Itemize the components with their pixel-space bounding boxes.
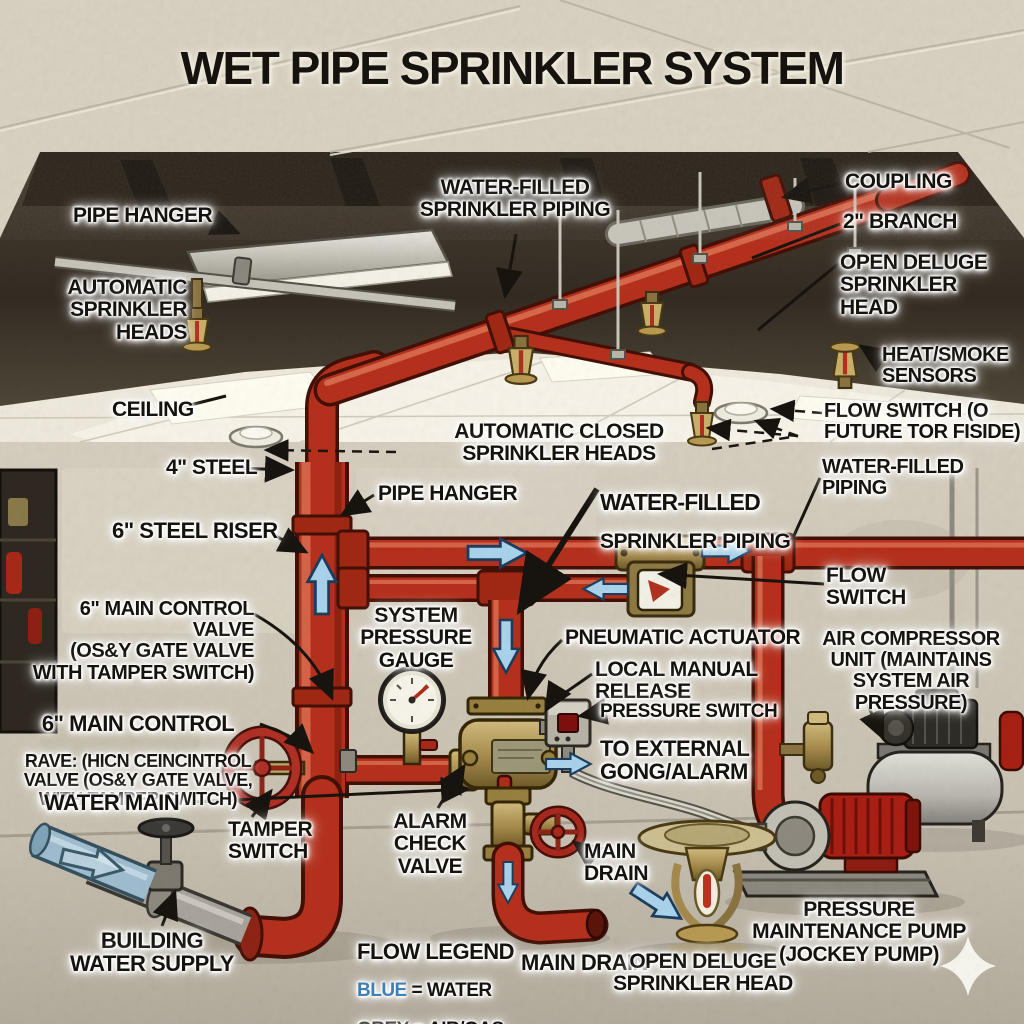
label-flow-switch: FLOW SWITCH: [826, 564, 906, 610]
label-6in-main-control-valve: 6" MAIN CONTROL VALVE (OS&Y GATE VALVE W…: [32, 598, 255, 684]
label-tamper-switch: TAMPER SWITCH: [228, 818, 313, 864]
label-water-filled-mid-line2: SPRINKLER PIPING: [600, 530, 791, 554]
flow-legend-item-air: GREY = AIR/GAS: [357, 1019, 514, 1024]
label-ceiling: CEILING: [112, 398, 194, 421]
label-2in-branch: 2" BRANCH: [843, 210, 957, 233]
label-pressure-switch: PRESSURE SWITCH: [600, 701, 778, 722]
label-alarm-check-valve: ALARM CHECK VALVE: [393, 810, 467, 878]
label-local-manual-release: LOCAL MANUAL RELEASE: [595, 658, 758, 704]
label-to-external-gong-alarm: TO EXTERNAL GONG/ALARM: [600, 736, 750, 785]
label-pipe-hanger-mid: PIPE HANGER: [378, 482, 518, 505]
flow-legend-term-blue: BLUE: [357, 980, 407, 1002]
label-air-compressor-unit: AIR COMPRESSOR UNIT (MAINTAINS SYSTEM AI…: [822, 628, 1000, 714]
label-building-water-supply: BUILDING WATER SUPPLY: [70, 928, 234, 977]
flow-legend-def-water: = WATER: [411, 980, 493, 1002]
label-automatic-closed-sprinkler-heads: AUTOMATIC CLOSED SPRINKLER HEADS: [454, 420, 664, 466]
label-6in-main-control-rave: 6" MAIN CONTROL RAVE: (HICN CEINCINTROL …: [18, 695, 258, 826]
label-main-drain-valve: MAIN DRAIN: [584, 840, 649, 886]
label-pressure-maintenance-pump: PRESSURE MAINTENANCE PUMP (JOCKEY PUMP): [752, 898, 966, 966]
label-automatic-sprinkler-heads: AUTOMATIC SPRINKLER HEADS: [67, 276, 187, 344]
label-water-filled-piping: WATER-FILLED PIPING: [822, 456, 964, 500]
label-main-control-rave-line1: 6" MAIN CONTROL: [41, 710, 235, 736]
flow-legend-title: FLOW LEGEND: [357, 938, 515, 964]
page-title: WET PIPE SPRINKLER SYSTEM: [180, 42, 845, 94]
label-system-pressure-gauge: SYSTEM PRESSURE GAUGE: [360, 604, 472, 672]
label-water-filled-sprinkler-piping-top: WATER-FILLED SPRINKLER PIPING: [419, 176, 611, 222]
label-coupling: COUPLING: [845, 170, 952, 193]
label-main-drain-bottom: MAIN DRAIN: [521, 950, 649, 975]
label-4in-steel: 4" STEEL: [166, 456, 258, 479]
label-flow-switch-future: FLOW SWITCH (O FUTURE TOR FISIDE): [824, 400, 1021, 444]
flow-legend: FLOW LEGEND BLUE = WATER GREY = AIR/GAS: [357, 923, 515, 1024]
label-open-deluge-sprinkler-head-top: OPEN DELUGE SPRINKLER HEAD: [840, 251, 988, 319]
label-pipe-hanger-top: PIPE HANGER: [73, 204, 213, 227]
label-open-deluge-sprinkler-head-bottom: OPEN DELUGE SPRINKLER HEAD: [613, 950, 793, 996]
label-water-main: WATER MAIN: [44, 790, 180, 815]
flow-legend-def-air: = AIR/GAS: [413, 1019, 504, 1024]
label-pneumatic-actuator: PNEUMATIC ACTUATOR: [565, 626, 801, 649]
label-main-control-rave-rest: RAVE: (HICN CEINCINTROL VALVE (OS&Y GATE…: [23, 751, 253, 810]
label-6in-steel-riser: 6" STEEL RISER: [112, 518, 278, 543]
label-water-filled-sprinkler-piping-mid: WATER-FILLED SPRINKLER PIPING: [600, 473, 791, 570]
label-water-filled-mid-line1: WATER-FILLED: [600, 488, 761, 515]
label-heat-smoke-sensors: HEAT/SMOKE SENSORS: [882, 344, 1009, 388]
flow-legend-item-water: BLUE = WATER: [357, 980, 514, 1002]
flow-legend-term-grey: GREY: [357, 1019, 409, 1024]
